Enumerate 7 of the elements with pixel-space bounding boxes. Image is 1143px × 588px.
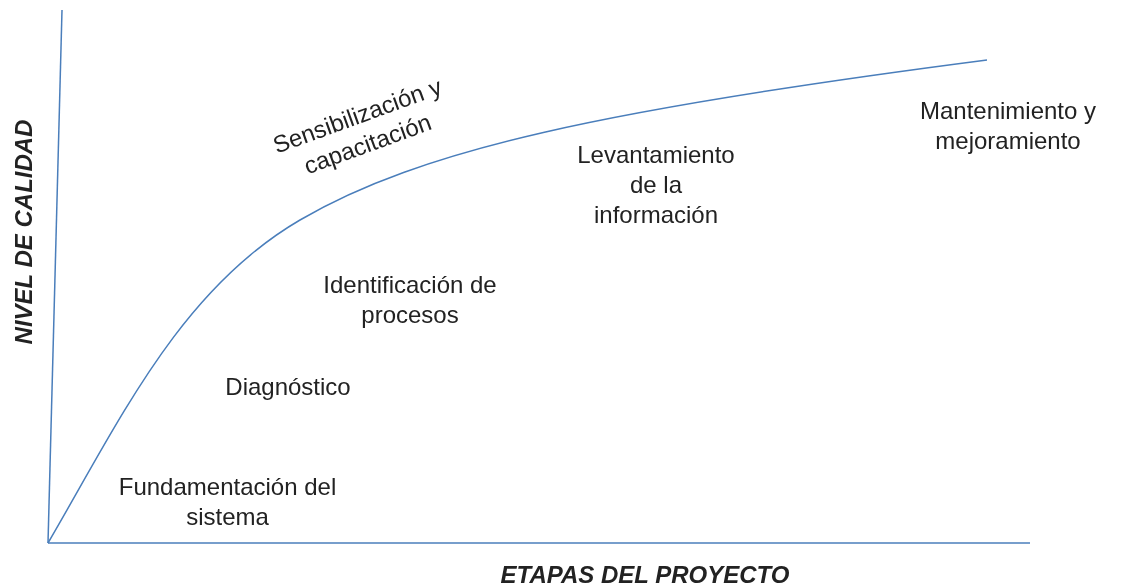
axis-title: ETAPAS DEL PROYECTO — [500, 560, 790, 588]
stage-label: Diagnóstico — [224, 372, 352, 402]
stage-label: Identificación de procesos — [322, 270, 498, 330]
stage-label: Fundamentación del sistema — [117, 472, 338, 532]
stage-label: Mantenimiento y mejoramiento — [918, 96, 1098, 156]
stage-label: Levantamiento de la información — [576, 140, 736, 230]
axis-title: NIVEL DE CALIDAD — [8, 119, 38, 345]
